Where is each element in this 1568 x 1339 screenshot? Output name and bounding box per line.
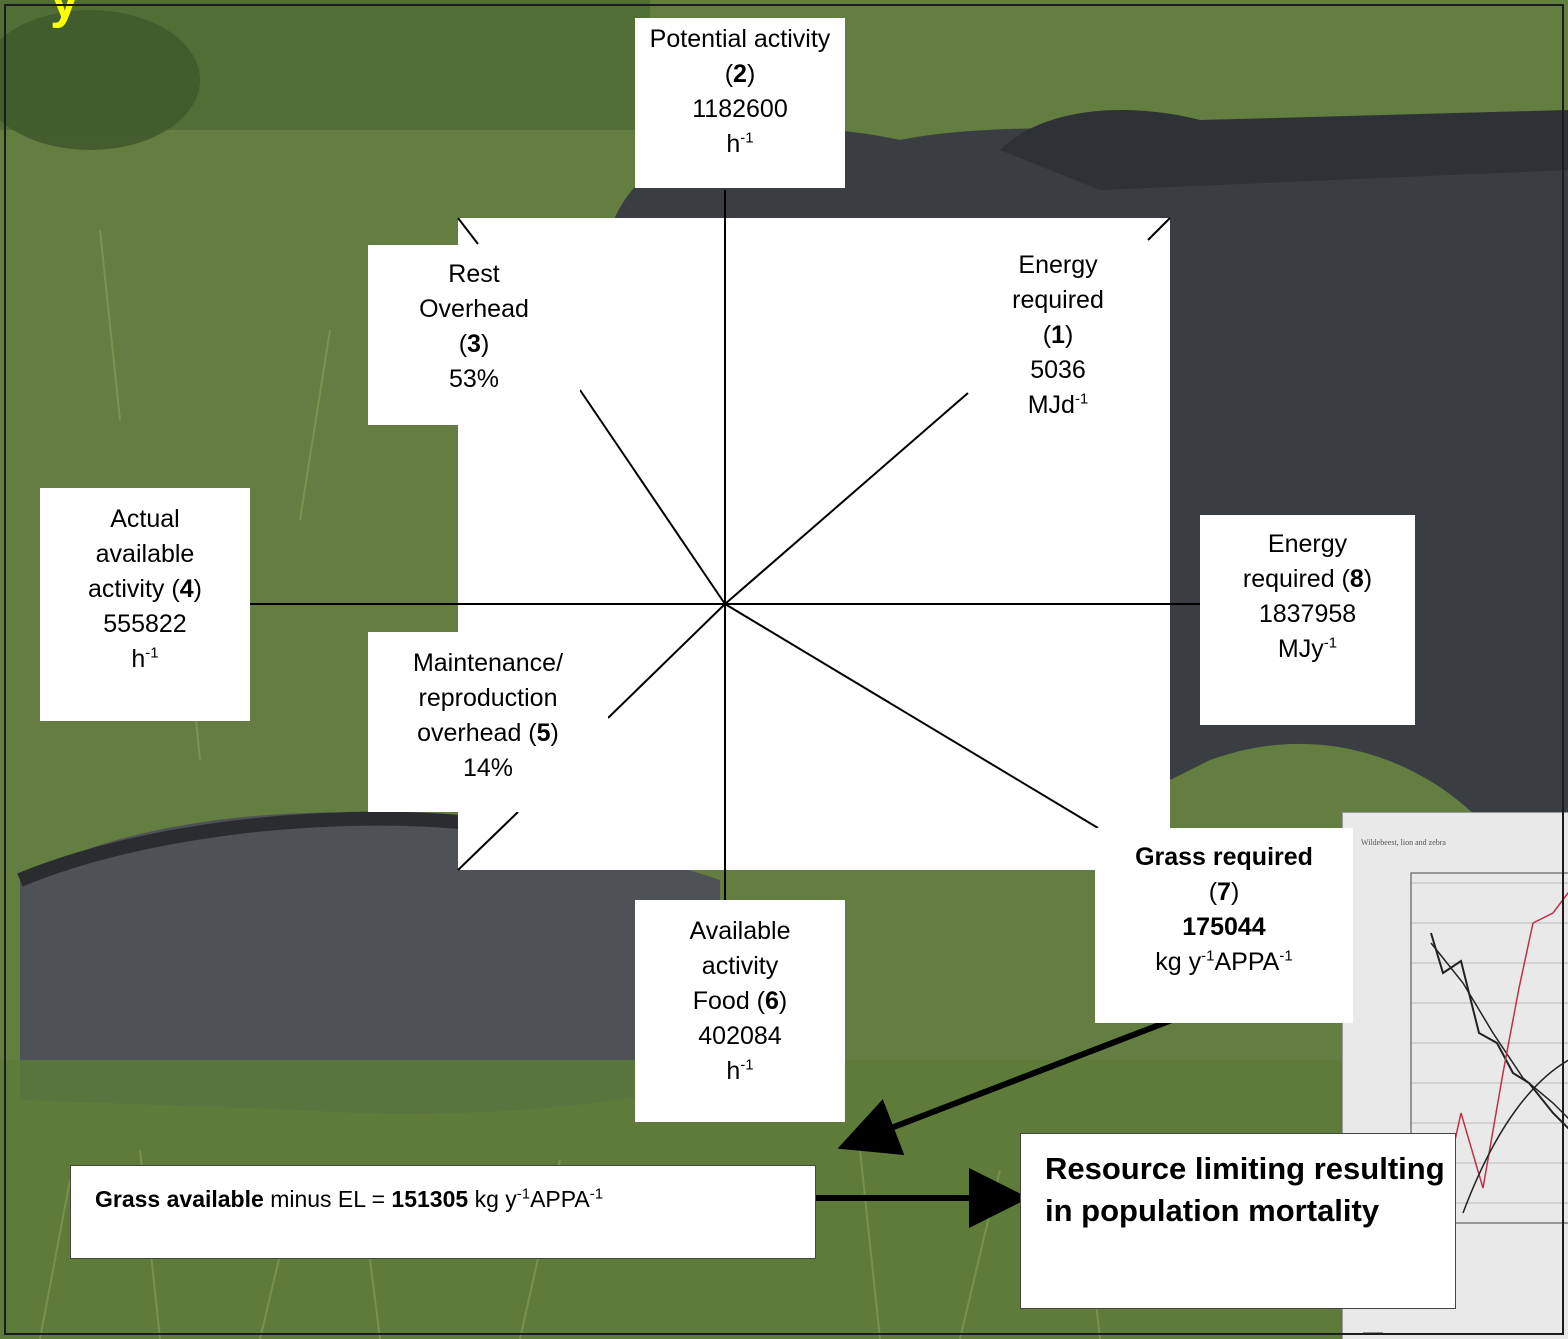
- box-actual-available-activity: Actual available activity (4) 555822 h-1: [40, 488, 250, 721]
- box-grass-available: Grass available minus EL = 151305 kg y-1…: [70, 1165, 816, 1259]
- maintenance-value: 14%: [462, 754, 514, 782]
- energy-required-1-exp: -1: [1074, 390, 1089, 408]
- grass-available-unit-a: kg y: [474, 1186, 517, 1212]
- rest-overhead-label-2: Overhead: [419, 295, 529, 323]
- box-grass-required: Grass required (7) 175044 kg y-1APPA-1: [1095, 828, 1353, 1023]
- grass-required-num: 7: [1217, 878, 1231, 906]
- energy-required-1-label-2: required: [1012, 286, 1104, 314]
- energy-required-8-label-2: required: [1242, 565, 1335, 593]
- diagonal-line-nw-corner: [457, 217, 479, 245]
- potential-activity-exp: -1: [740, 129, 754, 147]
- box-rest-overhead: Rest Overhead (3) 53%: [368, 245, 580, 425]
- grass-available-value: 151305: [391, 1186, 469, 1212]
- box-potential-activity: Potential activity (2) 1182600 h-1: [635, 18, 845, 188]
- energy-required-1-label-1: Energy: [1018, 251, 1098, 279]
- box-energy-required-8: Energy required (8) 1837958 MJy-1: [1200, 515, 1415, 725]
- diagonal-line-se: [724, 603, 1099, 829]
- energy-required-8-exp: -1: [1323, 634, 1338, 652]
- box-energy-required-1: Energy required (1) 5036 MJd-1: [1012, 251, 1104, 419]
- diagonal-line-sw: [607, 603, 726, 719]
- grass-required-exp-a: -1: [1201, 947, 1215, 965]
- energy-required-8-label-1: Energy: [1267, 530, 1348, 558]
- grass-available-exp-b: -1: [589, 1185, 604, 1203]
- inset-chart-graphic: Wildebeest, lion and zebra: [1361, 838, 1568, 1334]
- energy-required-1-num: 1: [1051, 321, 1065, 349]
- grass-available-label: Grass available: [95, 1186, 264, 1212]
- energy-required-1-value: 5036: [1030, 356, 1086, 384]
- arrow-grass-required-to-available: [837, 1017, 1174, 1156]
- grass-required-exp-b: -1: [1279, 947, 1293, 965]
- energy-required-8-num: 8: [1349, 565, 1364, 593]
- actual-available-exp: -1: [145, 644, 159, 662]
- grass-required-value: 175044: [1182, 913, 1266, 941]
- diagonal-line-nw: [579, 389, 726, 605]
- actual-available-label-1: Actual: [110, 505, 180, 533]
- potential-activity-unit: h: [726, 130, 741, 158]
- maintenance-num: 5: [536, 719, 551, 747]
- available-food-value: 402084: [698, 1022, 782, 1050]
- rest-overhead-label-1: Rest: [448, 260, 500, 288]
- potential-activity-num: 2: [733, 60, 747, 88]
- inset-chart-title: Wildebeest, lion and zebra: [1361, 838, 1446, 847]
- box-available-activity-food: Available activity Food (6) 402084 h-1: [635, 900, 845, 1122]
- available-food-unit: h: [726, 1057, 741, 1085]
- maintenance-label-3: overhead: [417, 719, 522, 747]
- rest-overhead-num: 3: [467, 330, 481, 358]
- available-food-label-1: Available: [689, 917, 791, 945]
- energy-required-8-unit: MJy: [1277, 635, 1324, 663]
- maintenance-label-1: Maintenance/: [412, 649, 564, 677]
- diagonal-line-ne-corner: [1147, 217, 1171, 241]
- grass-available-unit-b: APPA: [530, 1186, 590, 1212]
- grass-required-unit-a: kg y: [1155, 948, 1202, 976]
- actual-available-label-3: activity: [88, 575, 165, 603]
- diagonal-line-ne: [724, 392, 969, 605]
- energy-required-1-unit: MJd: [1027, 391, 1075, 419]
- box-resource-limiting: Resource limiting resulting in populatio…: [1020, 1133, 1456, 1309]
- grass-required-unit-b: APPA: [1214, 948, 1280, 976]
- available-food-label-3: Food: [692, 987, 750, 1015]
- grass-required-label: Grass required: [1135, 843, 1313, 871]
- available-food-label-2: activity: [701, 952, 779, 980]
- rest-overhead-value: 53%: [448, 365, 500, 393]
- maintenance-label-2: reproduction: [418, 684, 558, 712]
- grass-available-mid: minus EL =: [270, 1186, 392, 1212]
- resource-limiting-text: Resource limiting resulting in populatio…: [1045, 1151, 1445, 1228]
- box-maintenance-reproduction: Maintenance/ reproduction overhead (5) 1…: [368, 632, 608, 812]
- potential-activity-value: 1182600: [692, 95, 788, 123]
- actual-available-unit: h: [131, 645, 146, 673]
- available-food-num: 6: [765, 987, 779, 1015]
- potential-activity-label: Potential activity: [649, 25, 831, 53]
- energy-required-8-value: 1837958: [1258, 600, 1357, 628]
- actual-available-value: 555822: [103, 610, 187, 638]
- diagonal-line-sw-corner: [457, 811, 519, 871]
- available-food-exp: -1: [740, 1056, 754, 1074]
- actual-available-label-2: available: [95, 540, 195, 568]
- grass-available-exp-a: -1: [516, 1185, 531, 1203]
- actual-available-num: 4: [179, 575, 194, 603]
